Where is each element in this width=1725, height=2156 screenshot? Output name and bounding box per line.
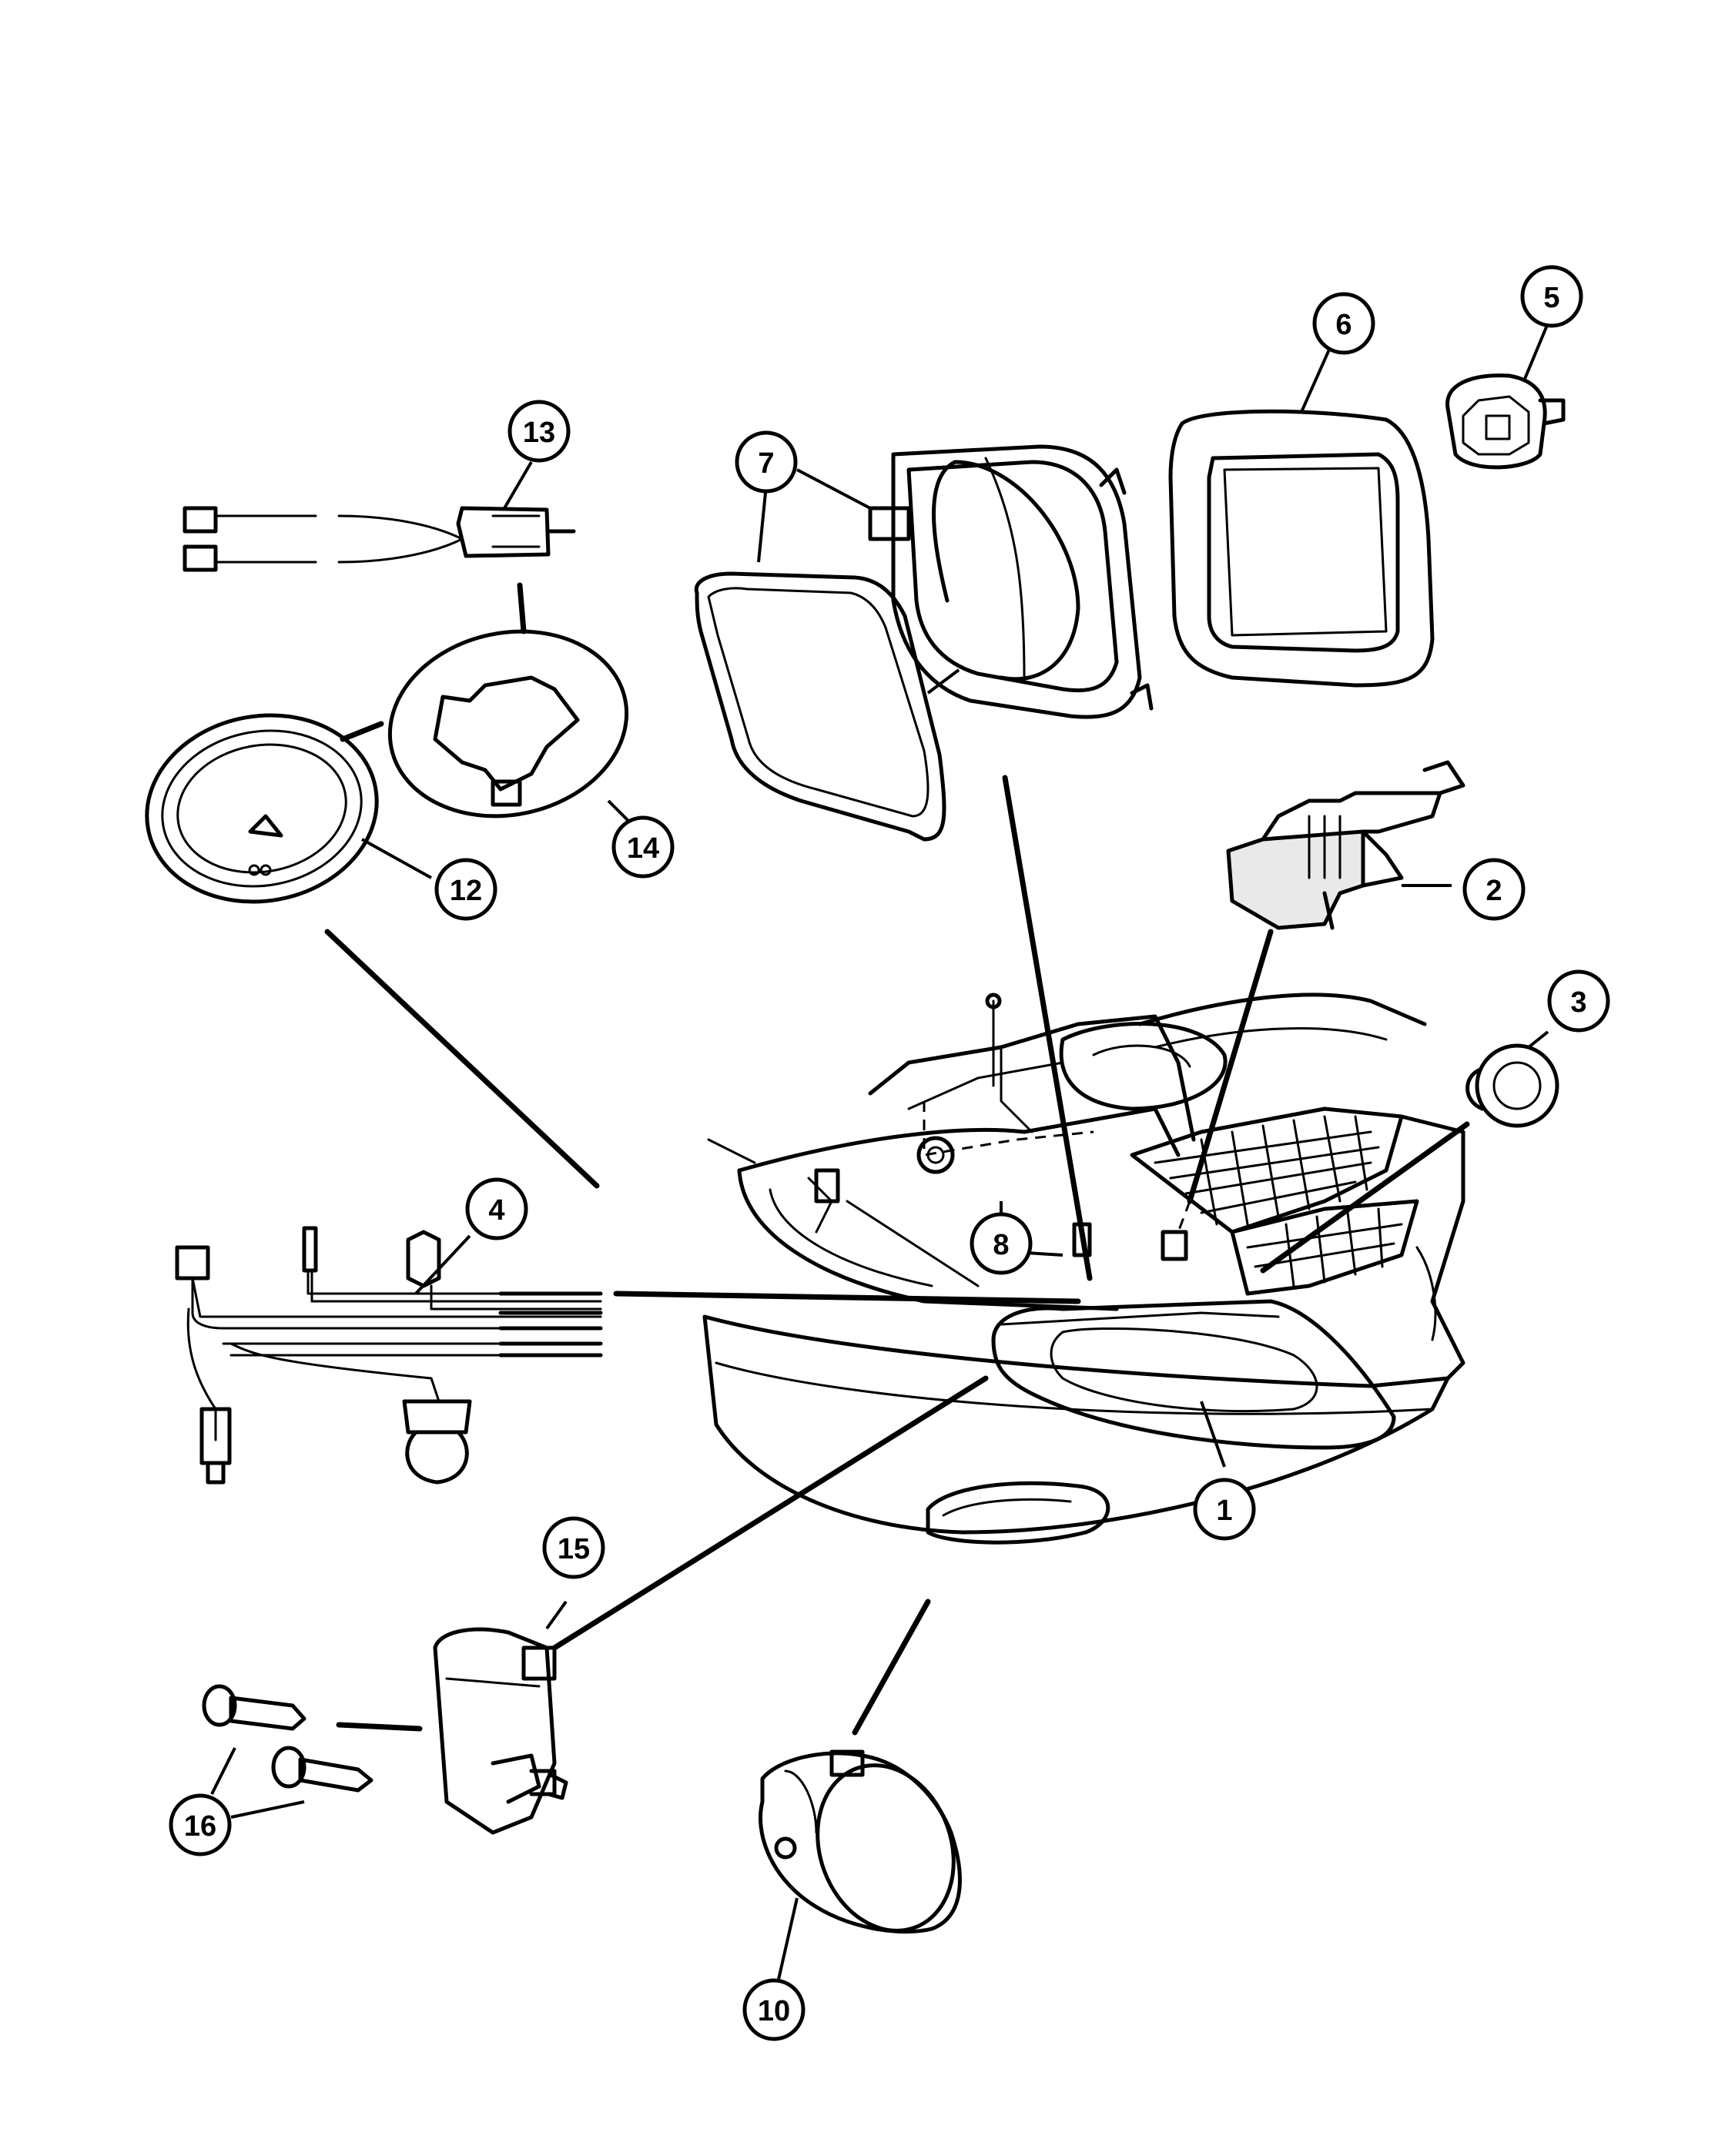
callout-6-label: 6 — [1335, 309, 1352, 341]
part-15-leveling-motor — [433, 1600, 568, 1835]
leader-13-line — [517, 582, 527, 634]
part-12-lens — [145, 713, 432, 904]
callout-13: 13 — [507, 400, 571, 463]
callout-3: 3 — [1547, 969, 1610, 1033]
callout-8: 8 — [970, 1212, 1033, 1275]
callout-4-label: 4 — [488, 1194, 504, 1227]
leader-12-to-14 — [340, 721, 384, 742]
callout-15-label: 15 — [558, 1533, 590, 1565]
leader-2-line — [1187, 929, 1274, 1204]
part-16-screws — [202, 1684, 373, 1819]
callout-16-label: 16 — [184, 1810, 216, 1843]
callout-14-label: 14 — [627, 832, 659, 865]
callout-6: 6 — [1312, 292, 1375, 355]
part-13-pigtail — [183, 460, 576, 572]
part-2-module — [1226, 760, 1465, 930]
callout-7: 7 — [735, 430, 798, 494]
callout-8-label: 8 — [993, 1229, 1009, 1261]
part-5-bulb-socket — [1445, 323, 1566, 470]
callout-7-label: 7 — [758, 447, 774, 480]
leader-12-line — [324, 929, 600, 1189]
callout-4: 4 — [465, 1177, 528, 1240]
part-7-housing — [694, 444, 1154, 842]
callout-5-label: 5 — [1543, 282, 1559, 314]
vehicle-front-end — [702, 993, 1465, 1545]
leader-3-line — [1260, 1121, 1470, 1274]
callout-5: 5 — [1520, 265, 1583, 328]
leader-15-line — [551, 1375, 989, 1651]
callout-12: 12 — [434, 858, 497, 921]
callout-14: 14 — [611, 815, 675, 879]
callout-10: 10 — [742, 1978, 806, 2041]
leader-2-dash — [1177, 1200, 1191, 1233]
leader-10-line — [852, 1599, 931, 1736]
part-14-housing — [387, 629, 633, 825]
callout-16: 16 — [169, 1793, 232, 1856]
leader-7-dash — [926, 668, 960, 695]
callout-2: 2 — [1462, 858, 1526, 921]
callout-12-label: 12 — [450, 875, 482, 907]
leader-15-dash — [336, 1722, 423, 1732]
part-6-bezel — [1168, 342, 1435, 688]
callout-13-label: 13 — [523, 417, 555, 449]
callout-2-label: 2 — [1486, 875, 1502, 907]
part-4-wiring-harness — [175, 1226, 603, 1485]
callout-1: 1 — [1193, 1478, 1256, 1541]
leader-1 — [1200, 1401, 1226, 1468]
callout-15: 15 — [542, 1516, 605, 1579]
part-3-grommet — [1465, 1030, 1559, 1128]
leader-7-line — [1002, 775, 1093, 1281]
callout-3-label: 3 — [1570, 986, 1586, 1019]
part-10-fog-lamp — [759, 1749, 962, 1984]
leader-4-line — [613, 1291, 1081, 1304]
callout-1-label: 1 — [1216, 1495, 1232, 1527]
callout-10-label: 10 — [758, 1995, 790, 2027]
